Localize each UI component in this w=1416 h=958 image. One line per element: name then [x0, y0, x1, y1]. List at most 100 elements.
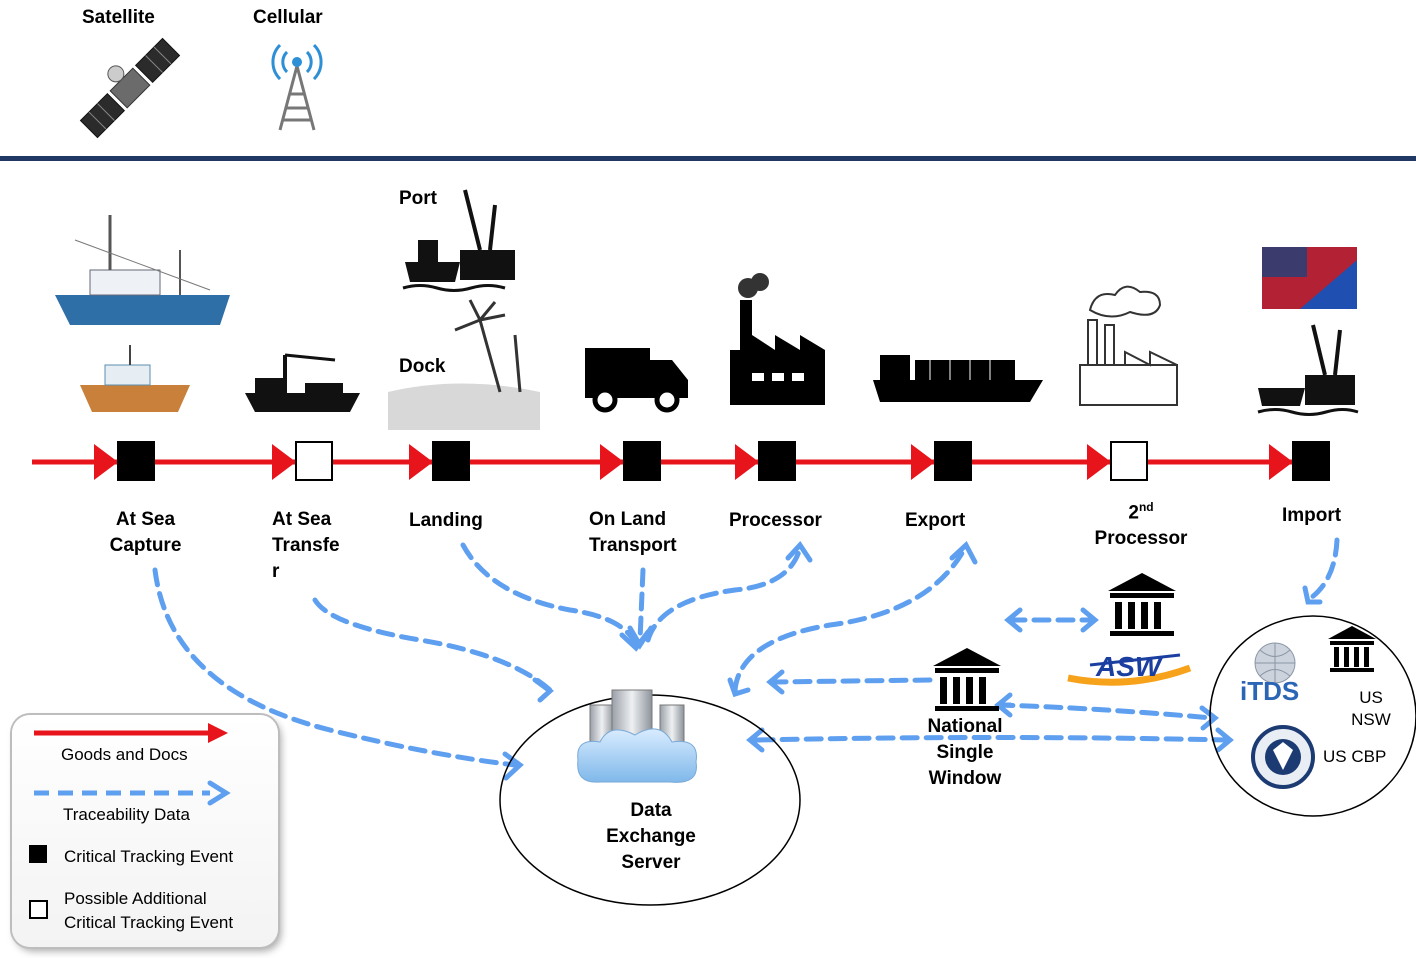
- us-agencies-circle: [1209, 615, 1416, 817]
- stage-label-line: On Land: [589, 509, 667, 530]
- server-cloud-icon: [577, 689, 697, 783]
- traceability-arrowhead: [994, 692, 1013, 718]
- nsw-label-line: Single: [936, 742, 994, 763]
- itds-globe-icon: [1254, 642, 1296, 684]
- traceability-dashed-line: [732, 545, 968, 693]
- stage-label-line: At Sea: [115, 509, 176, 530]
- stage-label-line: Transfe: [272, 535, 340, 556]
- stage-label-import: Import: [1282, 505, 1342, 526]
- stage-label-at-sea-transfer: At Sea Transfe r: [272, 507, 340, 585]
- critical-tracking-event: [117, 441, 155, 481]
- legend-possible-square: [29, 900, 48, 919]
- stage-label-superscript: nd: [1138, 500, 1154, 514]
- beach-palm-icon: [388, 299, 540, 430]
- us-nsw-label: US NSW: [1338, 687, 1404, 731]
- traceability-arrowhead: [1302, 585, 1323, 605]
- critical-tracking-event: [623, 441, 661, 481]
- goods-arrowheads: [94, 444, 1293, 480]
- stage-label-line: Processor: [1094, 528, 1188, 550]
- traceability-arrowhead: [1215, 727, 1234, 753]
- critical-tracking-event: [1292, 441, 1330, 481]
- traceability-dashed-line: [769, 677, 933, 685]
- container-ship-icon: [873, 355, 1043, 402]
- truck-icon: [585, 348, 688, 413]
- cargo-ship-crane-icon: [245, 353, 360, 412]
- tracking-events: [117, 441, 1330, 481]
- goods-arrowhead: [1269, 444, 1293, 480]
- goods-arrowhead: [600, 444, 624, 480]
- traceability-dashed-line: [645, 545, 803, 643]
- legend-symbols: [29, 723, 231, 919]
- stage-label-line: 2: [1128, 502, 1139, 524]
- goods-arrowhead: [735, 444, 759, 480]
- goods-arrowhead: [94, 444, 118, 480]
- stage-label-landing: Landing: [409, 510, 483, 531]
- asw-building-icon: [1108, 573, 1176, 636]
- asw-logo: ASW: [1067, 651, 1192, 686]
- traceability-arrowhead: [627, 625, 654, 650]
- us-nsw-label-line: NSW: [1351, 710, 1391, 729]
- traceability-arrowhead: [949, 540, 978, 565]
- stage-label-line: At Sea: [272, 509, 332, 530]
- fishing-boat-small-icon: [80, 345, 190, 412]
- cellular-label: Cellular: [253, 7, 323, 28]
- legend-traceability-label: Traceability Data: [63, 805, 190, 824]
- traceability-arrowhead: [1004, 607, 1023, 633]
- satellite-label: Satellite: [82, 7, 155, 28]
- traceability-arrowhead: [1080, 607, 1099, 633]
- traceability-dashed-line: [995, 702, 1215, 721]
- traceability-arrowhead: [766, 669, 785, 695]
- port-crane-icon: [402, 189, 515, 292]
- nsw-label-line: National: [927, 716, 1003, 737]
- nsw-label-line: Window: [928, 768, 1002, 789]
- traceability-arrowhead: [785, 540, 813, 563]
- fishing-vessel-large-icon: [55, 215, 230, 325]
- critical-tracking-event: [432, 441, 470, 481]
- legend: Goods and Docs Traceability Data Critica…: [12, 715, 278, 947]
- header-divider: [0, 156, 1416, 161]
- traceability-arrowhead: [727, 677, 751, 698]
- traceability-arrowhead: [532, 677, 554, 703]
- itds-logo: iTDS: [1240, 676, 1299, 706]
- traceability-arrows: [152, 537, 1340, 781]
- us-nsw-label-line: US: [1359, 688, 1383, 707]
- legend-critical-label: Critical Tracking Event: [64, 847, 234, 866]
- legend-possible-line: Critical Tracking Event: [64, 913, 234, 932]
- traceability-arrowhead: [746, 727, 765, 753]
- stage-label-at-sea-capture: At Sea Capture: [88, 507, 203, 559]
- traceability-dashed-line: [1305, 537, 1340, 603]
- goods-arrowhead: [272, 444, 296, 480]
- legend-trace-arrowhead: [207, 780, 231, 806]
- critical-tracking-event: [934, 441, 972, 481]
- traceability-dashed-line: [755, 735, 1231, 743]
- traceability-dashed-line: [460, 542, 639, 648]
- server-label-line: Exchange: [606, 826, 696, 847]
- stage-label-processor: Processor: [729, 510, 822, 531]
- legend-possible-label: Possible Additional Critical Tracking Ev…: [64, 887, 233, 935]
- goods-arrowhead: [409, 444, 433, 480]
- national-single-window-building-icon: [933, 648, 1001, 711]
- us-cbp-label: US CBP: [1323, 747, 1387, 766]
- possible-tracking-event: [1110, 441, 1148, 481]
- us-eu-flags-icon: [1262, 247, 1357, 309]
- legend-critical-square: [29, 845, 47, 863]
- stage-label-on-land-transport: On Land Transport: [589, 507, 677, 559]
- critical-tracking-event: [758, 441, 796, 481]
- import-port-icon: [1257, 324, 1359, 416]
- data-exchange-server-label: Data Exchange Server: [590, 798, 712, 876]
- asw-logo-text: ASW: [1095, 651, 1164, 682]
- stage-label-export: Export: [905, 510, 966, 531]
- dock-label: Dock: [399, 356, 446, 377]
- stage-label-line: r: [272, 561, 280, 582]
- goods-arrowhead: [911, 444, 935, 480]
- server-label-line: Data: [630, 800, 672, 821]
- possible-tracking-event: [295, 441, 333, 481]
- legend-goods-label: Goods and Docs: [61, 745, 188, 764]
- traceability-arrowhead: [1199, 705, 1219, 731]
- us-nsw-building-icon: [1328, 626, 1376, 672]
- traceability-dashed-line: [637, 567, 646, 643]
- traceability-dashed-line: [312, 597, 553, 693]
- factory-icon: [730, 273, 825, 405]
- traceability-dashed-line: [152, 567, 518, 768]
